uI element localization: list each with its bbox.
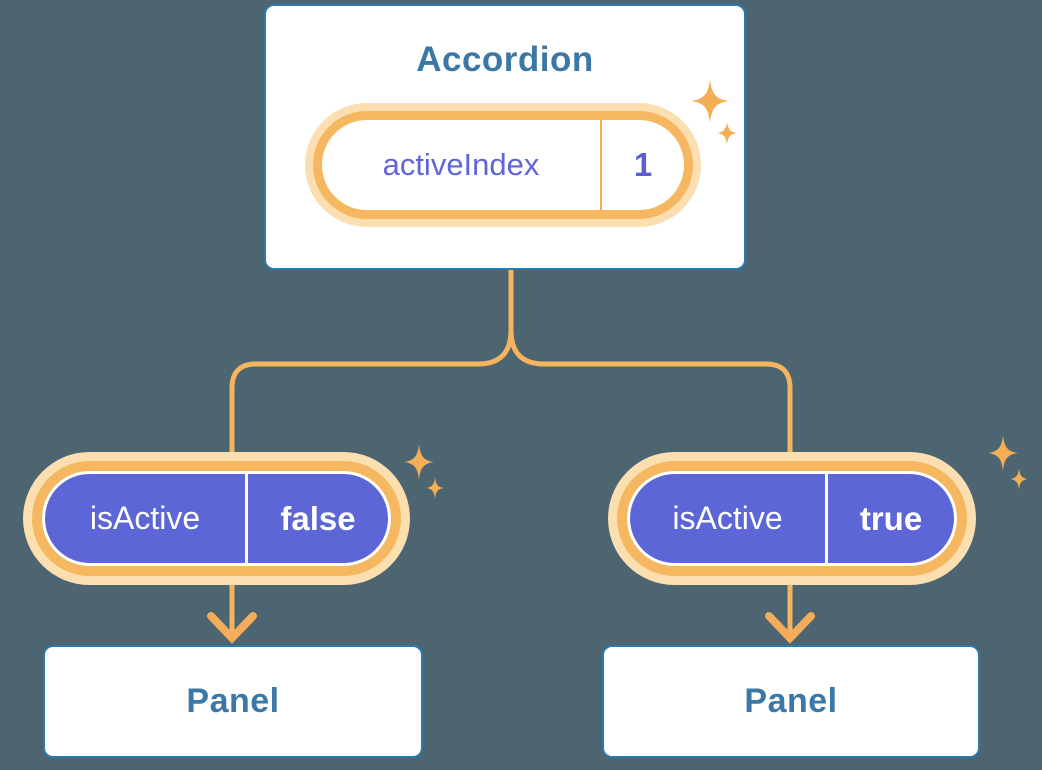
connector-line-right <box>508 268 793 637</box>
sparkle-icon <box>1010 468 1028 490</box>
sparkle-icon <box>426 477 444 499</box>
component-title: Accordion <box>416 40 594 79</box>
prop-pill-isactive-false: isActive false <box>42 471 391 566</box>
prop-pill-isactive-true: isActive true <box>627 471 957 566</box>
prop-value: true <box>859 499 923 537</box>
state-name: activeIndex <box>382 147 540 182</box>
panel-component-card-right: Panel <box>602 645 980 758</box>
sparkle-icon <box>404 444 434 480</box>
component-title: Panel <box>186 682 280 720</box>
state-pill-activeindex: activeIndex 1 <box>313 111 693 219</box>
sparkle-icon <box>988 435 1018 471</box>
panel-component-card-left: Panel <box>43 645 423 758</box>
arrowhead-down-icon <box>765 612 815 644</box>
prop-name: isActive <box>630 474 828 563</box>
connector-line-left <box>229 268 514 637</box>
arrowhead-down-icon <box>207 612 257 644</box>
prop-name: isActive <box>45 474 248 563</box>
component-title: Panel <box>744 682 838 720</box>
prop-value: false <box>280 499 356 537</box>
state-value: 1 <box>600 120 684 210</box>
